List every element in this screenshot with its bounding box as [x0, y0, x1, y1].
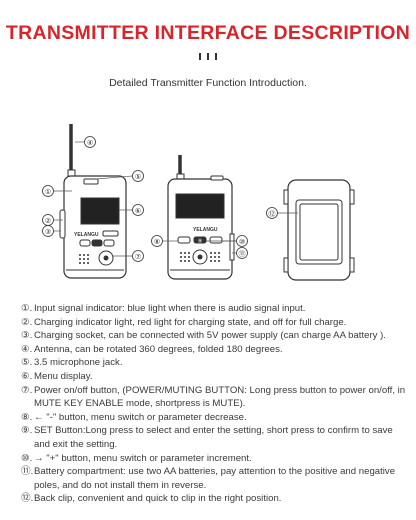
description-number: ⑤. — [21, 357, 33, 369]
brand-label-2: YELANGU — [193, 227, 218, 233]
callout-label: ⑧ — [154, 238, 160, 246]
callout-label: ② — [45, 217, 51, 225]
description-text: Back clip, convenient and quick to clip … — [34, 493, 282, 505]
menu-display-1 — [80, 197, 120, 225]
description-number: ④. — [21, 343, 33, 355]
callout-label: ⑫ — [269, 210, 276, 218]
description-number: ⑦. — [21, 384, 33, 396]
transmitter-front: YELANGU — [167, 155, 235, 280]
description-number: ②. — [21, 316, 33, 328]
brand-label-1: YELANGU — [74, 232, 99, 238]
description-item: ⑫.Back clip, convenient and quick to cli… — [21, 492, 407, 506]
description-number: ⑫. — [21, 493, 34, 505]
description-text: Charging indicator light, red light for … — [34, 316, 347, 328]
description-text: Input signal indicator: blue light when … — [34, 303, 306, 314]
callout-label: ⑪ — [239, 250, 246, 258]
callout-label: ④ — [87, 139, 93, 147]
description-number: ⑪. — [21, 466, 34, 478]
page-title: TRANSMITTER INTERFACE DESCRIPTION — [5, 22, 411, 44]
callout-label: ① — [45, 188, 51, 196]
description-text: Charging socket, can be connected with 5… — [34, 330, 386, 342]
callout-label: ⑨ — [198, 238, 203, 245]
description-number: ⑥. — [21, 370, 33, 382]
description-item: ③.Charging socket, can be connected with… — [21, 329, 407, 343]
description-item: ⑥.Menu display. — [21, 370, 407, 384]
description-item: ⑨.SET Button:Long press to select and en… — [21, 424, 407, 451]
menu-display-2 — [175, 193, 225, 219]
description-text: Antenna, can be rotated 360 degrees, fol… — [34, 343, 283, 355]
description-item: ⑦.Power on/off button, (POWER/MUTING BUT… — [21, 384, 407, 411]
function-description-list: ①.Input signal indicator: blue light whe… — [21, 302, 407, 506]
description-number: ③. — [21, 330, 33, 342]
callout-label: ⑦ — [135, 253, 141, 261]
description-text: ← "-" button, menu switch or parameter d… — [34, 411, 247, 423]
description-number: ⑩. — [21, 452, 33, 464]
device-body-1 — [63, 175, 127, 279]
description-number: ⑨. — [21, 425, 33, 437]
description-item: ⑧.← "-" button, menu switch or parameter… — [21, 411, 407, 425]
description-text: 3.5 microphone jack. — [34, 357, 123, 369]
description-item: ⑪.Battery compartment: use two AA batter… — [21, 465, 407, 492]
callout-label: ⑩ — [239, 238, 245, 246]
description-number: ⑧. — [21, 411, 33, 423]
callout-label: ③ — [45, 228, 51, 236]
page-subtitle: Detailed Transmitter Function Introducti… — [109, 77, 307, 89]
description-text: Menu display. — [34, 370, 93, 382]
description-text: Battery compartment: use two AA batterie… — [34, 466, 396, 491]
description-item: ②.Charging indicator light, red light fo… — [21, 316, 407, 330]
description-item: ①.Input signal indicator: blue light whe… — [21, 302, 407, 316]
transmitter-front-angled: YELANGU — [59, 124, 127, 279]
description-item: ④.Antenna, can be rotated 360 degrees, f… — [21, 343, 407, 357]
description-text: SET Button:Long press to select and ente… — [34, 425, 393, 450]
transmitter-back — [283, 179, 355, 281]
description-number: ①. — [21, 303, 33, 314]
description-item: ⑩.→ "+" button, menu switch or parameter… — [21, 452, 407, 466]
title-divider — [0, 53, 416, 60]
description-item: ⑤.3.5 microphone jack. — [21, 356, 407, 370]
description-text: Power on/off button, (POWER/MUTING BUTTO… — [34, 384, 406, 410]
callout-label: ⑥ — [135, 207, 141, 215]
description-text: → "+" button, menu switch or parameter i… — [34, 452, 252, 464]
callout-label: ⑤ — [135, 173, 141, 181]
transmitter-diagram: YELANGU YELANGU — [42, 124, 355, 281]
